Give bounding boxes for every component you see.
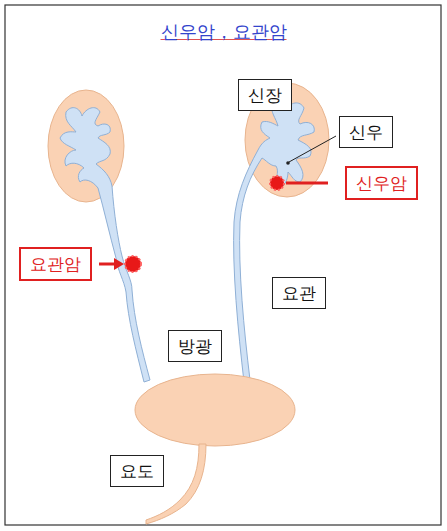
- leader-arrow: [99, 263, 116, 266]
- label-text: 요관암: [30, 254, 81, 274]
- label-text: 신장: [248, 85, 282, 105]
- organ-label: 요도: [110, 455, 164, 487]
- cancer-label: 신우암: [345, 166, 418, 200]
- label-text: 요도: [120, 461, 154, 481]
- cancer-label: 요관암: [19, 247, 92, 281]
- leader-line: [289, 136, 336, 162]
- title: 신우암，요관암: [0, 20, 447, 44]
- pelvis-tumor: [270, 176, 284, 190]
- organ-label: 신우: [339, 116, 393, 148]
- label-text: 신우암: [356, 173, 407, 193]
- bladder: [135, 374, 295, 446]
- organ-label: 요관: [272, 277, 326, 309]
- frame: [5, 5, 441, 525]
- label-text: 방광: [178, 336, 212, 356]
- arrow-head: [114, 258, 124, 270]
- leader-line: [286, 182, 328, 185]
- left-renal-pelvis-ureter: [60, 108, 150, 382]
- right-renal-pelvis-ureter: [234, 101, 315, 382]
- organ-label: 신장: [238, 79, 292, 111]
- title-text: 신우암，요관암: [161, 21, 287, 42]
- leader-dot: [286, 161, 290, 165]
- label-text: 요관: [282, 283, 316, 303]
- ureter-tumor: [125, 256, 141, 272]
- organ-label: 방광: [168, 330, 222, 362]
- label-text: 신우: [349, 122, 383, 142]
